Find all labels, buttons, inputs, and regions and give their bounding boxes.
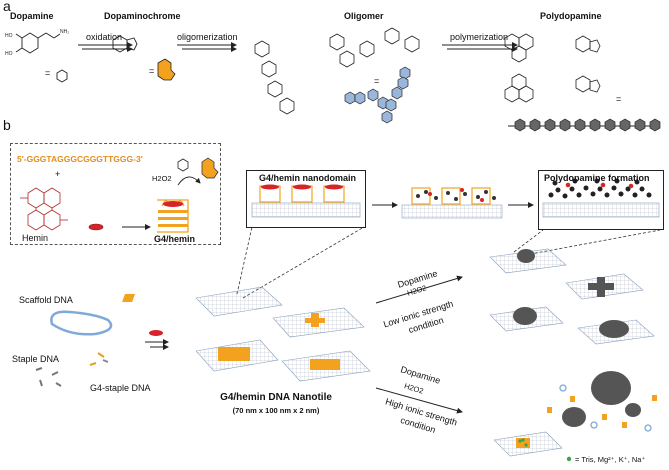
oligomerization-label: oligomerization (177, 32, 238, 42)
equals-sign-2: = (149, 66, 155, 76)
staple-dna-strands (35, 367, 62, 387)
g4-sequence: 5'-GGGTAGGGCGGGTTGGG-3' (17, 154, 143, 164)
oligomer-structures (254, 27, 420, 115)
svg-text:HO: HO (5, 51, 13, 57)
hemin-disc-icon-2 (149, 330, 163, 336)
nanotile-2 (272, 307, 365, 338)
polydopamine-structure (504, 33, 601, 103)
nanodomain-title: G4/hemin nanodomain (259, 173, 357, 183)
high-ionic-products (493, 371, 657, 457)
intermediate-graphic (401, 187, 503, 219)
panel-b-label: b (3, 117, 11, 133)
scaffold-dna-label: Scaffold DNA (19, 295, 73, 305)
equals-sign-4: = (616, 94, 622, 104)
nanotile-title: G4/hemin DNA Nanotile (220, 392, 332, 403)
nanodomain-graphic (251, 184, 361, 218)
nanodomain-box (246, 170, 366, 228)
pd-formation-box (538, 170, 664, 230)
dopaminochrome-title: Dopaminochrome (104, 11, 181, 21)
polydopamine-chain-icon (508, 118, 661, 132)
dopamine-title: Dopamine (10, 11, 54, 21)
staple-dna-label: Staple DNA (12, 354, 60, 364)
hemin-structure (20, 187, 68, 231)
oxidation-label: oxidation (86, 32, 123, 42)
svg-text:NH₂: NH₂ (60, 29, 69, 35)
polymerization-label: polymerization (450, 32, 509, 42)
h2o2-label-1: H2O2 (152, 174, 172, 183)
scaffold-dna-loop (50, 310, 113, 336)
svg-text:HO: HO (5, 33, 13, 39)
dopamine-structure (15, 32, 61, 54)
dopaminochrome-icon-b (201, 157, 219, 179)
polydopamine-title: Polydopamine (540, 11, 602, 21)
nanotile-3 (195, 339, 279, 372)
g4-hemin-complex (157, 199, 189, 233)
plus-sign: + (55, 169, 61, 179)
equals-sign-3: = (374, 76, 380, 86)
oligomer-title: Oligomer (344, 11, 384, 21)
ion-legend-dot (566, 456, 572, 462)
dopamine-hexagon-icon (56, 69, 68, 83)
pd-formation-title: Polydopamine formation (544, 173, 650, 183)
oligomer-icons (344, 66, 411, 124)
dopaminochrome-structure (112, 35, 138, 53)
g4hemin-label: G4/hemin (154, 234, 196, 244)
g4hemin-dashed-box (10, 143, 221, 245)
dopaminochrome-icon (157, 58, 176, 81)
nanotile-4 (281, 350, 371, 382)
hemin-label: Hemin (22, 233, 49, 243)
panel-a-label: a (3, 0, 11, 14)
dopamine-hexagon-icon-b (177, 158, 189, 172)
g4-staple-dna-icons (89, 352, 109, 366)
equals-sign-1: = (45, 68, 51, 78)
hemin-disc-icon (88, 223, 104, 231)
ion-legend-text: = Tris, Mg²⁺, K⁺, Na⁺ (575, 455, 646, 464)
g4staple-dna-label: G4-staple DNA (90, 383, 151, 393)
low-ionic-products (489, 248, 655, 345)
nanotile-1 (122, 286, 283, 317)
nanotile-dims: (70 nm x 100 nm x 2 nm) (232, 406, 320, 415)
pd-formation-graphic (542, 178, 660, 218)
